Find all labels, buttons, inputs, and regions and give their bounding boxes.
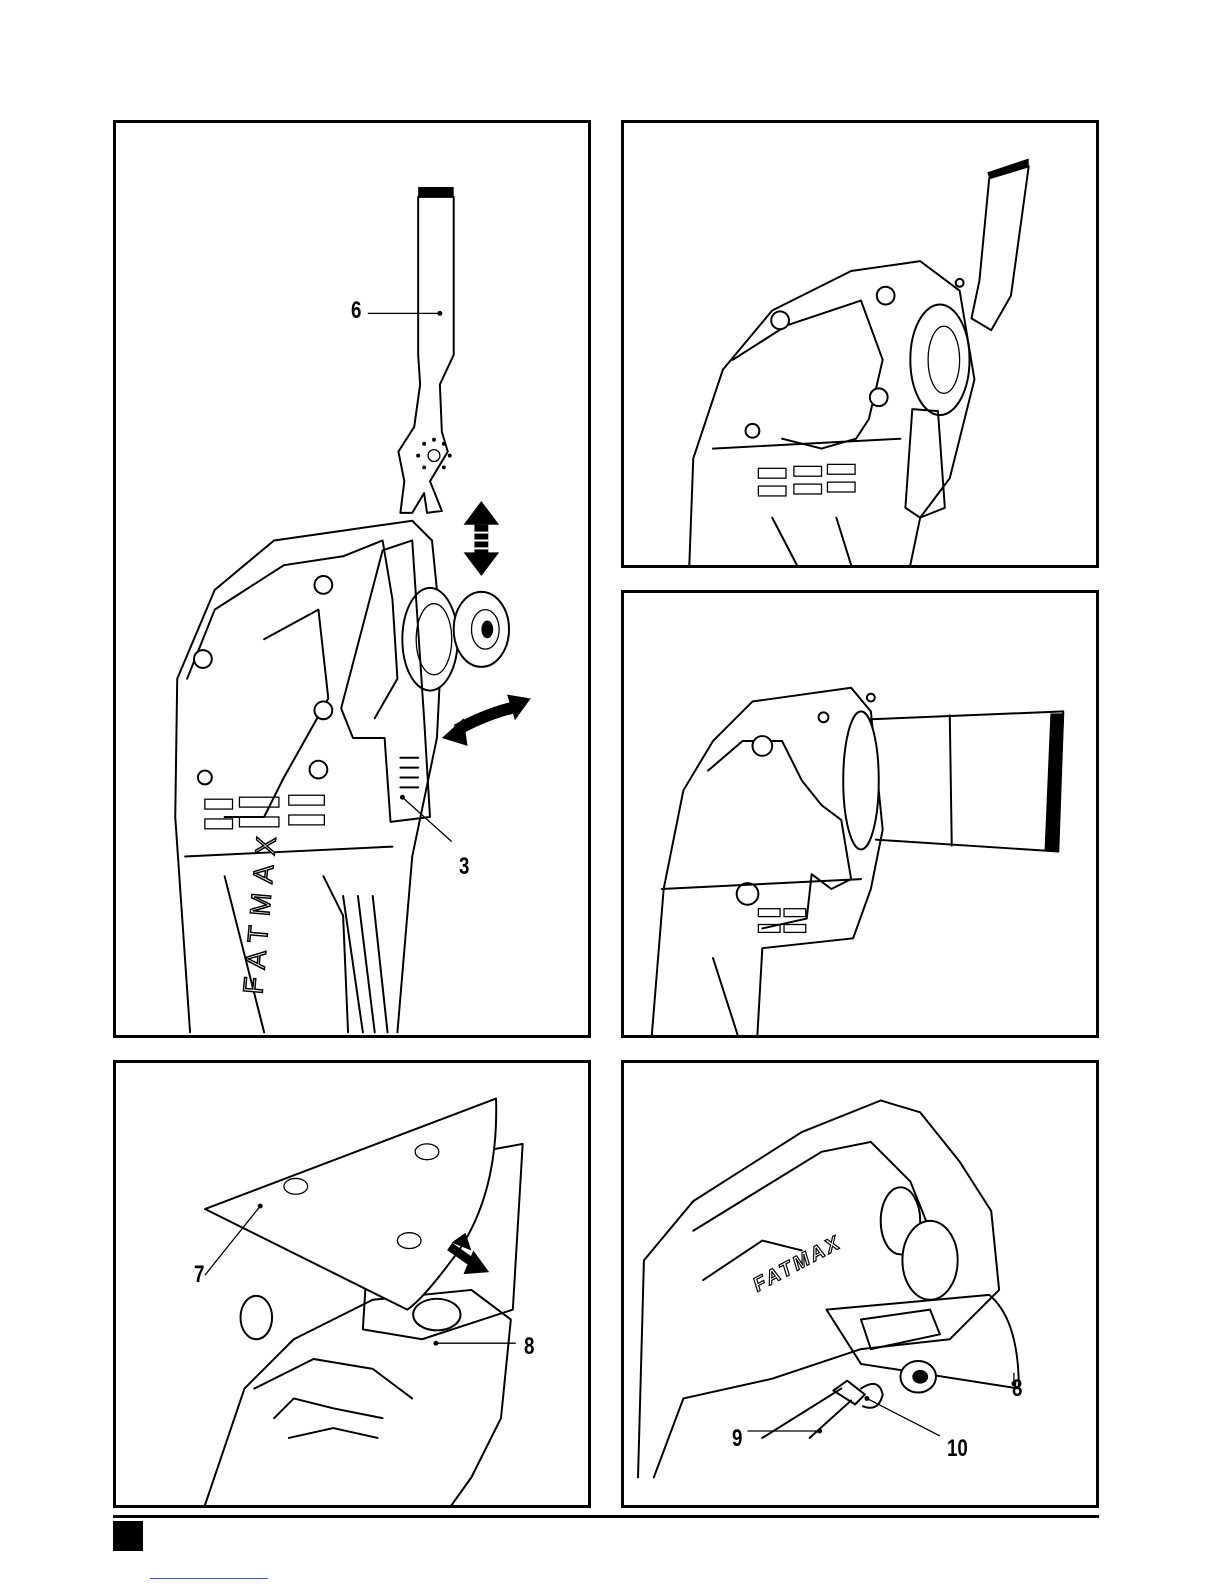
tool-body-illustration [175,521,509,1032]
callout-sanding-sheet: 7 [194,1261,204,1289]
callout-sanding-pad: 8 [524,1333,534,1361]
illustration-blade-fitted [624,123,1096,565]
blade-illustration [398,187,453,513]
page-number [113,1521,143,1551]
illustration-sanding-sheet [116,1063,588,1505]
footer-rule [113,1515,1099,1518]
figure-panel-blade-rotated [621,590,1099,1038]
illustration-dust-extraction: FATMAX [624,1063,1096,1505]
illustration-blade-attach: FATMAX [116,123,588,1035]
double-arrow-vertical-icon [464,501,500,576]
brand-marking: FATMAX [237,825,282,995]
callout-sanding-pad: 8 [1012,1375,1022,1403]
figure-panel-dust-extraction: FATMAX 8 9 10 [621,1060,1099,1508]
callout-hose: 9 [732,1425,742,1453]
double-arrow-curved-icon [442,695,531,746]
footer-link-underline[interactable] [150,1578,268,1579]
figure-panel-blade-fitted [621,120,1099,568]
callout-blade: 6 [351,297,361,325]
callout-lever: 3 [459,853,469,881]
figure-panel-sanding-sheet: 7 8 [113,1060,591,1508]
illustration-blade-rotated [624,593,1096,1035]
figure-panel-blade-attach: FATMAX 6 3 [113,120,591,1038]
callout-adapter: 10 [947,1435,968,1463]
